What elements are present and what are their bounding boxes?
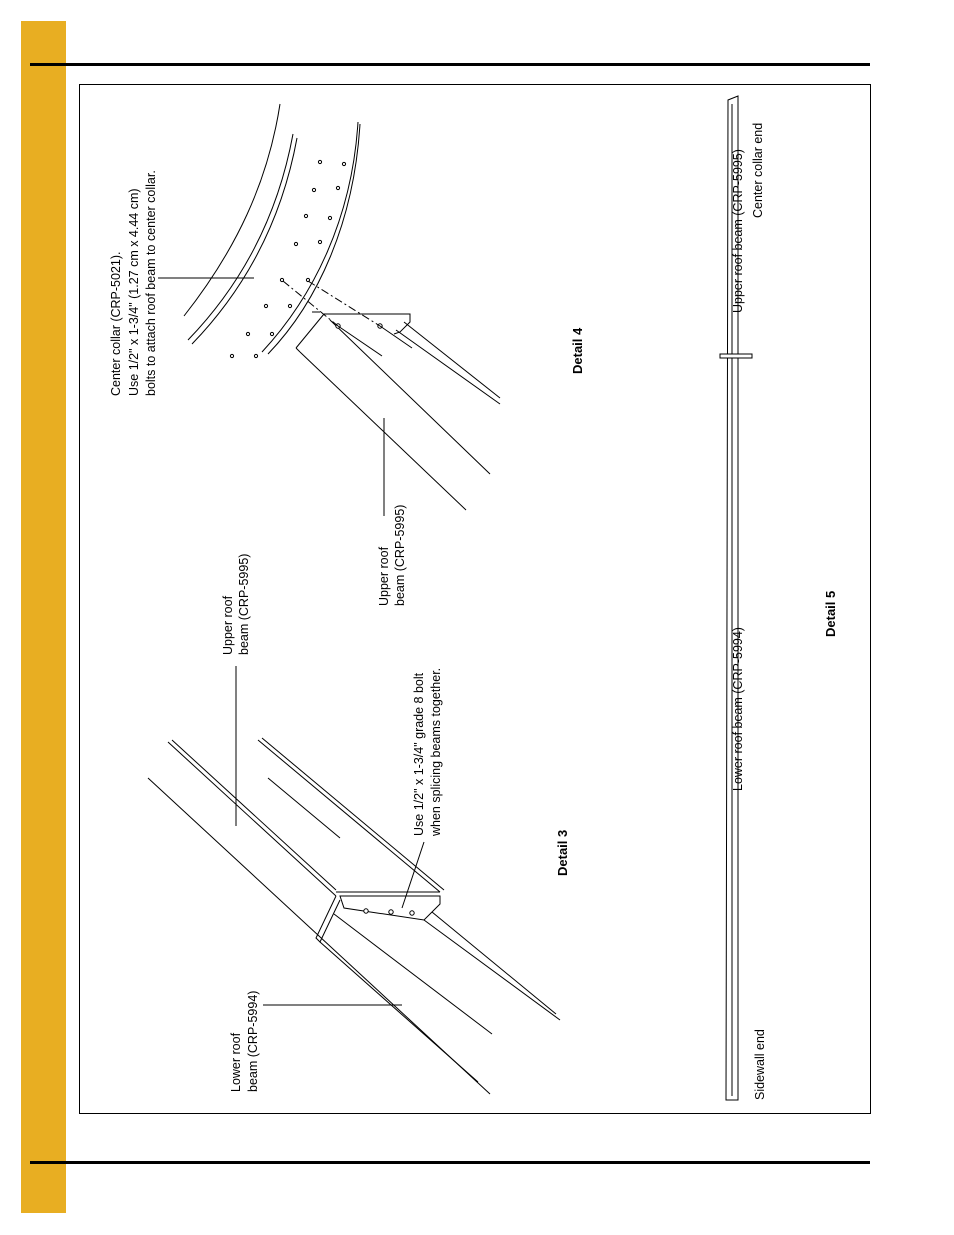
footer-rule (30, 1161, 870, 1164)
detail5-roof-beam (719, 95, 753, 1101)
detail3-title: Detail 3 (555, 830, 570, 876)
detail4-collar-note-line3: bolts to attach roof beam to center coll… (144, 170, 158, 396)
detail3-text: Detail 3 Lower roof beam (CRP-5994) Uppe… (221, 554, 570, 1092)
detail3-lower-beam-label-line2: beam (CRP-5994) (246, 991, 260, 1092)
detail4-upper-beam-label-line1: Upper roof (377, 546, 391, 606)
detail4-collar-holes (229, 159, 347, 359)
detail5-center-collar-end: Center collar end (751, 123, 765, 218)
detail5-sidewall-end: Sidewall end (753, 1029, 767, 1100)
detail4-text: Detail 4 Center collar (CRP-5021). Use 1… (109, 170, 585, 606)
detail3-upper-beam (257, 737, 561, 1021)
detail4-leaders (158, 277, 385, 516)
detail4-upper-beam-label-line2: beam (CRP-5995) (393, 505, 407, 606)
detail4-title: Detail 4 (570, 327, 585, 374)
detail5-lower-beam-label: Lower roof beam (CRP-5994) (731, 627, 745, 791)
detail5-text: Detail 5 Lower roof beam (CRP-5994) Uppe… (731, 123, 838, 1100)
detail3-lower-beam (147, 739, 493, 1095)
detail3-bolt-note-line1: Use 1/2" x 1-3/4" grade 8 bolt (412, 672, 426, 836)
detail3-bolt-holes (363, 908, 415, 916)
detail4-upper-beam (282, 280, 501, 511)
detail3-bolt-note-line2: when splicing beams together. (429, 668, 443, 837)
detail5-title: Detail 5 (823, 591, 838, 637)
detail4-center-collar (183, 103, 361, 355)
side-color-bar (21, 21, 66, 1213)
detail3-lower-beam-label-line1: Lower roof (229, 1032, 243, 1092)
detail4-collar-note-line1: Center collar (CRP-5021). (109, 252, 123, 397)
drawing-frame (79, 84, 871, 1114)
detail5-upper-beam-label: Upper roof beam (CRP-5995) (731, 149, 745, 313)
header-rule (30, 63, 870, 66)
detail3-upper-beam-label-line1: Upper roof (221, 595, 235, 655)
detail4-collar-note-line2: Use 1/2" x 1-3/4" (1.27 cm x 4.44 cm) (127, 188, 141, 396)
detail3-leaders (235, 666, 425, 1006)
detail3-splice-plate (336, 891, 441, 921)
detail3-upper-beam-label-line2: beam (CRP-5995) (237, 554, 251, 655)
